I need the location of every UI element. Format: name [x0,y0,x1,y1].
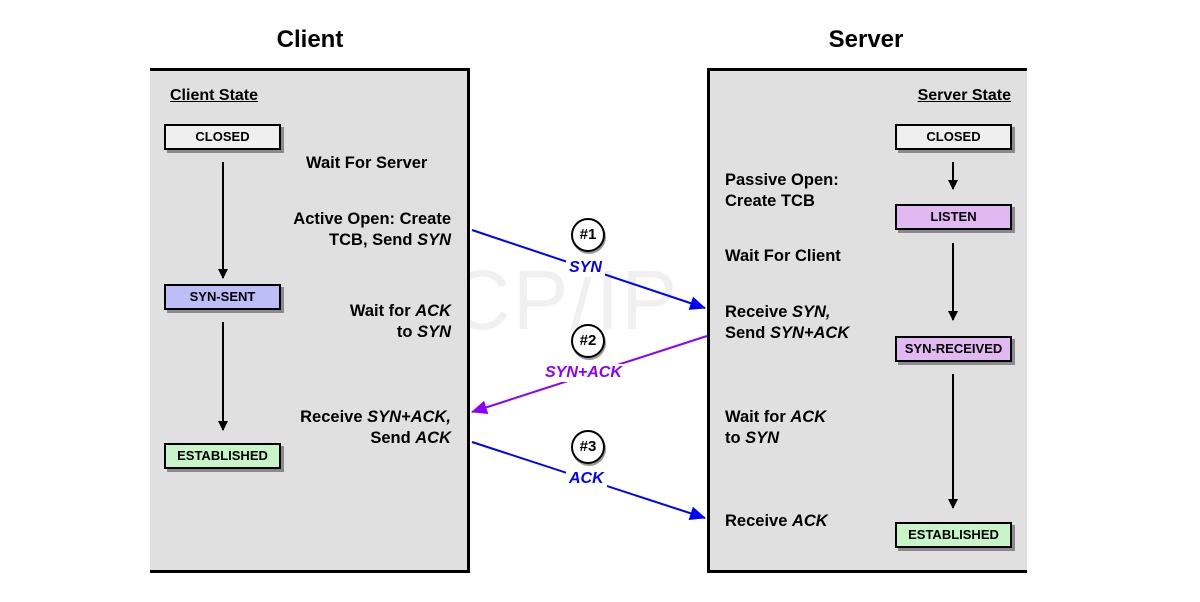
server-panel: Server State CLOSED LISTEN SYN-RECEIVED … [707,68,1027,573]
server-note-wait-ack-line2: to SYN [725,428,826,449]
server-note-receive-ack: Receive ACK [725,511,828,532]
client-note-receive-text: Receive [300,408,368,426]
client-note-active-open-line2: TCB, Send SYN [293,230,451,251]
client-note-receive-line2: Send ACK [300,428,451,449]
server-note-wait-ack-ack: ACK [790,408,827,426]
server-note-receive-syn-syn: SYN, [791,303,831,321]
client-note-wait-ack-syn: SYN [417,323,451,341]
client-state-closed: CLOSED [164,124,281,150]
client-note-wait-ack-to: to [396,323,418,341]
message-badge-1: #1 [571,218,605,252]
client-title: Client [276,26,344,53]
client-note-receive: Receive SYN+ACK, Send ACK [300,407,451,449]
server-state-listen: LISTEN [895,204,1012,230]
client-note-receive-line1: Receive SYN+ACK, [300,407,451,428]
client-note-receive-ack: ACK [415,429,451,447]
client-note-wait-ack-line1: Wait for ACK [350,301,451,322]
server-note-wait-ack-syn: SYN [745,429,780,447]
message-badge-3: #3 [571,430,605,464]
server-state-closed: CLOSED [895,124,1012,150]
client-note-receive-synack: SYN+ACK, [367,408,451,426]
server-note-wait-ack-line1: Wait for ACK [725,407,826,428]
server-state-heading: Server State [917,87,1011,104]
server-note-passive-open-line2: Create TCB [725,192,815,210]
server-note-passive-open: Passive Open: Create TCB [725,170,839,212]
server-note-receive-ack-text: Receive [725,512,792,530]
server-note-receive-syn-synack: SYN+ACK [769,324,850,342]
server-note-receive-syn-send: Send [725,324,770,342]
message-badge-2: #2 [571,324,605,358]
server-note-receive-syn-line1: Receive SYN, [725,302,849,323]
server-note-receive-syn-text: Receive [725,303,792,321]
client-note-active-open-syn: SYN [417,231,451,249]
client-note-receive-send: Send [370,429,416,447]
client-note-wait-ack-ack: ACK [415,302,451,320]
client-note-wait-ack-text: Wait for [349,302,416,320]
server-note-receive-ack-ack: ACK [791,512,828,530]
client-note-active-open: Active Open: Create TCB, Send SYN [293,209,451,251]
message-label-syn: SYN [566,259,605,277]
client-state-established: ESTABLISHED [164,443,281,469]
client-note-wait-server: Wait For Server [306,154,428,172]
server-state-syn-received: SYN-RECEIVED [895,336,1012,362]
client-note-wait-ack: Wait for ACK to SYN [350,301,451,343]
message-label-synack: SYN+ACK [542,364,625,382]
client-note-active-open-text: TCB, Send [329,231,418,249]
client-panel: Client State CLOSED SYN-SENT ESTABLISHED… [150,68,470,573]
server-note-wait-ack-to: to [725,429,746,447]
client-note-active-open-line1: Active Open: Create [293,210,451,228]
client-state-syn-sent: SYN-SENT [164,284,281,310]
message-label-ack: ACK [566,470,607,488]
client-state-heading: Client State [170,87,259,104]
client-note-wait-ack-line2: to SYN [350,322,451,343]
server-note-wait-client: Wait For Client [725,247,841,265]
server-note-wait-ack: Wait for ACK to SYN [725,407,826,449]
server-note-receive-syn-line2: Send SYN+ACK [725,323,849,344]
server-title: Server [828,26,904,53]
server-note-wait-ack-text: Wait for [725,408,791,426]
server-note-receive-syn: Receive SYN, Send SYN+ACK [725,302,849,344]
server-state-established: ESTABLISHED [895,522,1012,548]
server-note-passive-open-line1: Passive Open: [725,171,839,189]
